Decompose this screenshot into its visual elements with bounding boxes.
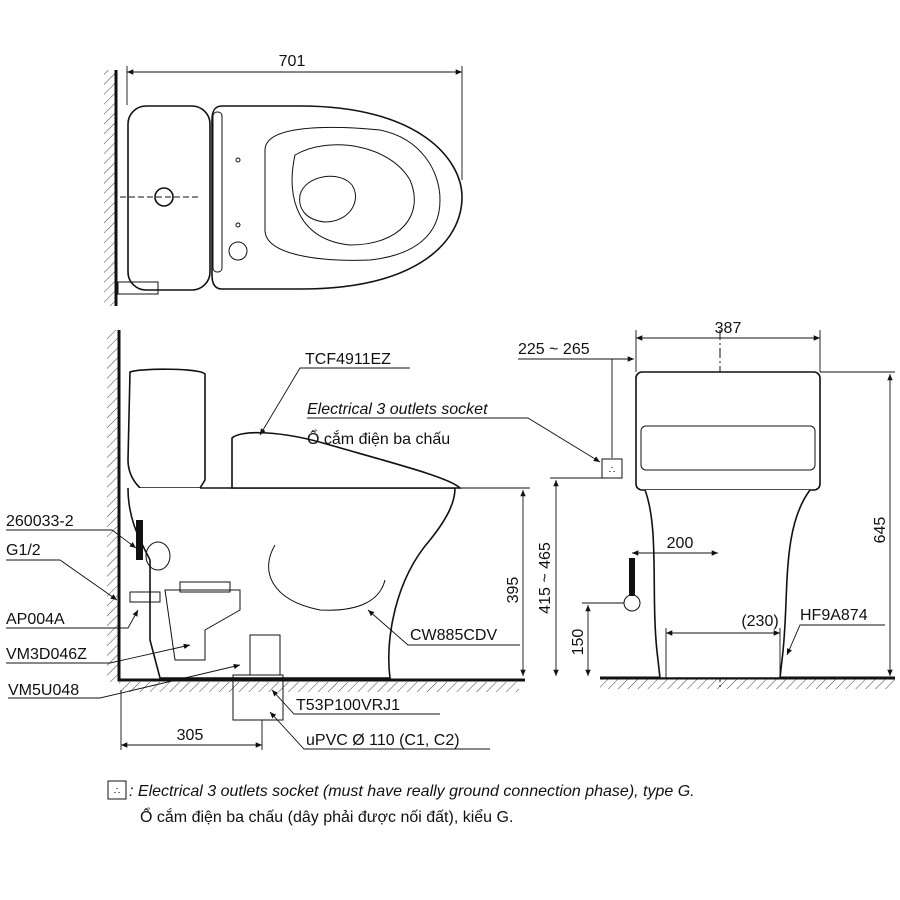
drain-pipe [232,674,284,721]
label-tcf4911ez: TCF4911EZ [305,351,391,368]
socket-icon-front [601,458,623,479]
wall-hatch [104,70,116,306]
dim-225-265: 225 ~ 265 [518,341,590,358]
label-260033-2: 260033-2 [6,513,74,530]
legend-line-vi: Ổ cắm điện ba chấu (dây phải được nối đấ… [140,807,513,826]
dim-701: 701 [279,53,306,70]
dim-395: 395 [505,577,522,604]
side-view: 395 305 TCF4911EZ Electrical 3 outlets s… [6,330,601,750]
bowl-side [127,487,456,679]
dim-150: 150 [570,629,587,656]
top-view: 701 [104,53,463,306]
supply-valve-front [623,594,641,612]
dim-305: 305 [177,727,204,744]
dim-230: (230) [741,613,778,630]
bowl-inner [291,144,415,246]
svg-text:∴: ∴ [114,786,120,797]
tank-front [635,371,821,491]
dim-415-465: 415 ~ 465 [537,542,554,614]
label-hf9a874: HF9A874 [800,607,868,624]
wall-floor-line [117,330,525,682]
label-upvc-pipe: uPVC Ø 110 (C1, C2) [306,732,460,749]
front-view: ∴ 387 225 ~ 265 645 415 ~ 465 200 150 (2… [518,320,895,690]
dim-645: 645 [872,517,889,544]
label-t53p100vrj1: T53P100VRJ1 [296,697,400,714]
label-vm3d046z: VM3D046Z [6,646,87,663]
bowl-front [644,489,811,679]
bowl-top [211,105,463,290]
dim-200: 200 [667,535,694,552]
legend: ∴ : Electrical 3 outlets socket (must ha… [107,780,695,826]
label-ap004a: AP004A [6,611,65,628]
legend-line-en: : Electrical 3 outlets socket (must have… [129,783,695,800]
socket-legend-icon [107,780,127,800]
socket-dots-icon: ∴ [609,465,615,476]
tank-side [127,368,206,489]
label-g1-2: G1/2 [6,542,41,559]
washlet-seat [231,431,462,489]
label-cw885cdv: CW885CDV [410,627,497,644]
supply-valve-top [117,281,159,295]
label-vm5u048: VM5U048 [8,682,79,699]
dim-387: 387 [715,320,742,337]
label-socket-en: Electrical 3 outlets socket [307,401,488,418]
label-socket-vi: Ổ cắm điện ba chấu [307,429,450,448]
flush-button [154,187,174,207]
